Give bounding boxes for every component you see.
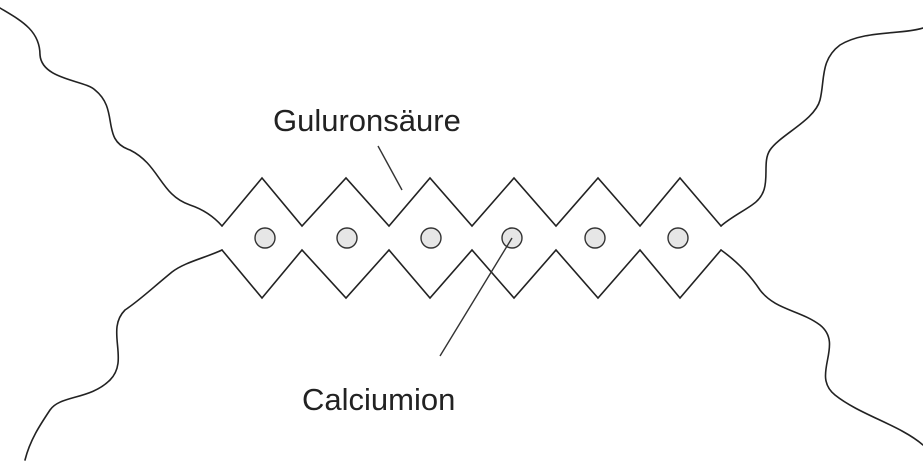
lower-zigzag-chain	[221, 248, 722, 300]
guluronic-acid-label: Guluronsäure	[273, 103, 461, 138]
calcium-ion-5	[584, 227, 606, 249]
calcium-ion-2	[336, 227, 358, 249]
calcium-ion-3	[420, 227, 442, 249]
left-upper-strand	[0, 7, 223, 227]
calcium-ion-1	[254, 227, 276, 249]
calcium-ion-label: Calciumion	[302, 382, 455, 417]
left-lower-strand	[24, 249, 223, 461]
calcium-ion-leader	[439, 237, 513, 357]
guluronic-acid-leader	[377, 145, 403, 191]
calcium-ion-6	[667, 227, 689, 249]
right-upper-strand	[720, 27, 923, 227]
right-lower-strand	[720, 249, 923, 446]
upper-zigzag-chain	[221, 176, 722, 228]
